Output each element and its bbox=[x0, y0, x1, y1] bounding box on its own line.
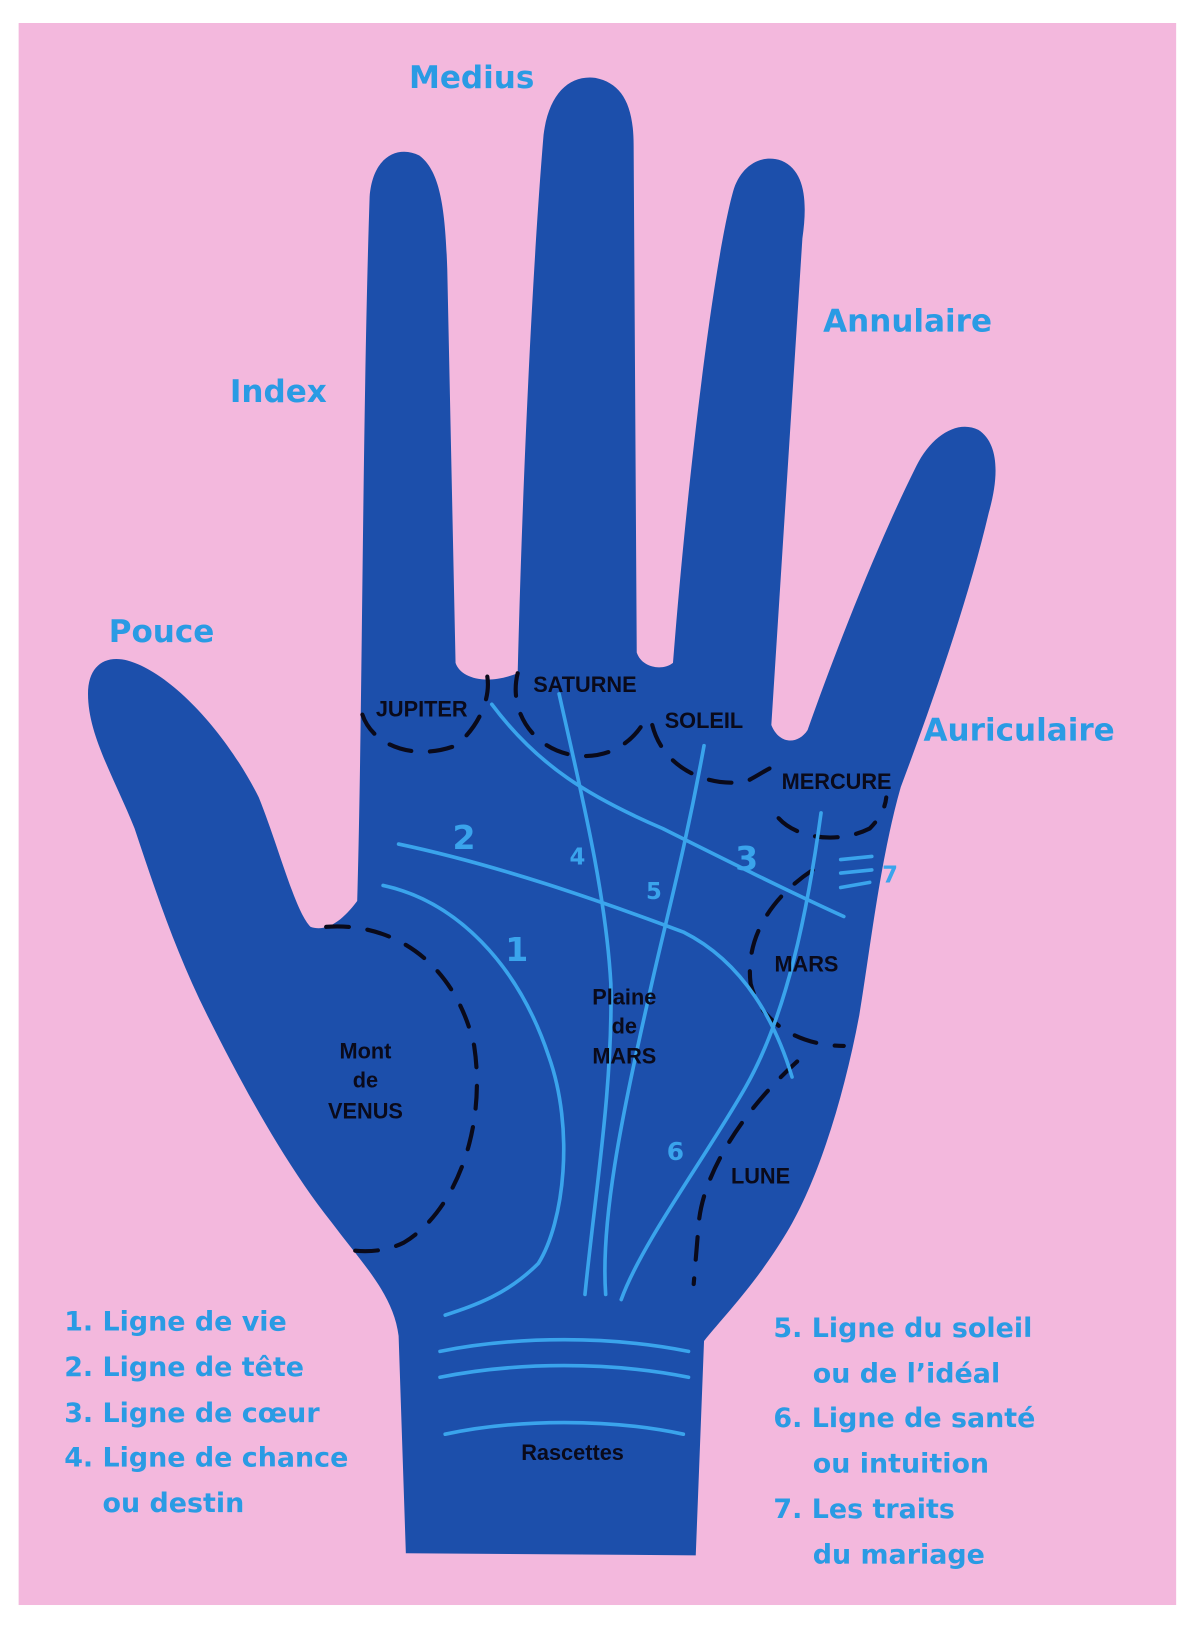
health-line bbox=[619, 811, 823, 1302]
line-number-5: 5 bbox=[646, 879, 662, 905]
legend-item: du mariage bbox=[813, 1540, 985, 1571]
mount-mars: MARS bbox=[774, 951, 838, 976]
legend-item: ou destin bbox=[102, 1488, 244, 1519]
marriage-line-2 bbox=[838, 868, 874, 875]
life-line bbox=[381, 883, 566, 1317]
line-number-2: 2 bbox=[452, 818, 475, 857]
plaine-line-1: Plaine bbox=[592, 985, 656, 1010]
legend-item: 2. Ligne de tête bbox=[64, 1352, 304, 1383]
legend-item: 1. Ligne de vie bbox=[64, 1307, 287, 1338]
fate-line bbox=[557, 692, 613, 1297]
mount-saturne: SATURNE bbox=[533, 672, 636, 697]
hand-silhouette bbox=[88, 77, 996, 1556]
venus-line-1: Mont bbox=[340, 1038, 392, 1063]
marriage-line-3 bbox=[838, 880, 872, 890]
label-rascettes: Rascettes bbox=[521, 1440, 624, 1465]
legend-right: 5. Ligne du soleil ou de l’idéal 6. Lign… bbox=[773, 1313, 1035, 1571]
label-medius: Medius bbox=[409, 60, 534, 96]
venus-line-3: VENUS bbox=[328, 1098, 403, 1123]
bracelet-line-3 bbox=[443, 1420, 686, 1437]
palm-lines bbox=[381, 692, 874, 1437]
plaine-line-3: MARS bbox=[592, 1044, 656, 1069]
sun-line bbox=[603, 743, 706, 1297]
label-index: Index bbox=[230, 374, 327, 410]
legend-item: ou intuition bbox=[813, 1448, 989, 1479]
legend-item: 5. Ligne du soleil bbox=[773, 1313, 1032, 1344]
legend-left: 1. Ligne de vie 2. Ligne de tête 3. Lign… bbox=[64, 1307, 348, 1519]
line-number-6: 6 bbox=[667, 1137, 684, 1166]
legend-item: 4. Ligne de chance bbox=[64, 1442, 348, 1473]
line-number-7: 7 bbox=[882, 862, 898, 888]
legend-item: 6. Ligne de santé bbox=[773, 1403, 1035, 1434]
bracelet-line-2 bbox=[438, 1363, 691, 1380]
legend-item: ou de l’idéal bbox=[813, 1358, 1000, 1389]
label-auriculaire: Auriculaire bbox=[924, 713, 1115, 749]
label-annulaire: Annulaire bbox=[823, 304, 992, 340]
line-number-3: 3 bbox=[735, 839, 758, 878]
legend-item: 7. Les traits bbox=[773, 1494, 954, 1525]
mount-outlines bbox=[324, 671, 889, 1287]
line-number-4: 4 bbox=[569, 845, 585, 871]
mount-soleil: SOLEIL bbox=[665, 708, 743, 733]
mount-mercure: MERCURE bbox=[782, 769, 892, 794]
bracelet-line-1 bbox=[438, 1337, 691, 1354]
head-line bbox=[396, 842, 794, 1079]
heart-line bbox=[489, 702, 846, 919]
line-number-1: 1 bbox=[505, 930, 528, 969]
legend-item: 3. Ligne de cœur bbox=[64, 1398, 320, 1429]
mount-lune: LUNE bbox=[731, 1164, 790, 1189]
mount-jupiter: JUPITER bbox=[376, 697, 468, 722]
plaine-line-2: de bbox=[612, 1014, 637, 1039]
marriage-line-1 bbox=[838, 854, 874, 862]
label-pouce: Pouce bbox=[109, 614, 215, 650]
venus-line-2: de bbox=[353, 1067, 378, 1092]
